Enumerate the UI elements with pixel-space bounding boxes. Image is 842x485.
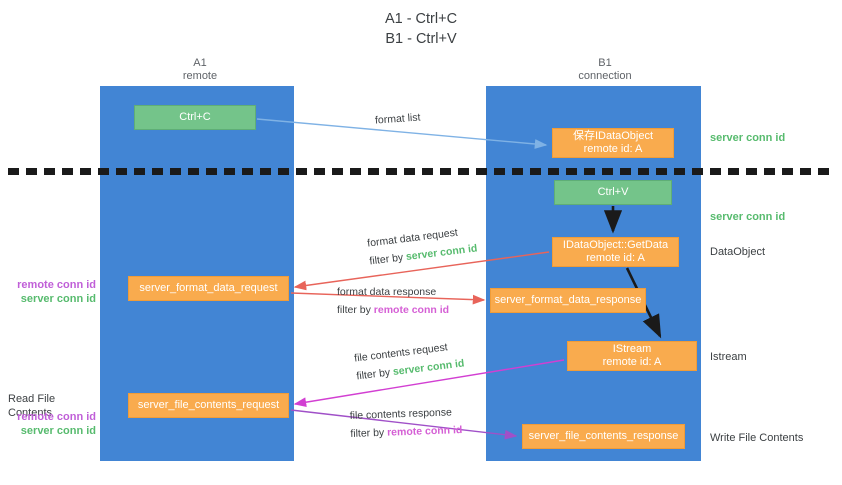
edge-label-format-data-response: format data response filter by remote co… bbox=[337, 283, 449, 319]
annotation-remote-conn-id-1: remote conn id bbox=[17, 279, 96, 291]
annotation-remote-conn-id-2: remote conn id bbox=[17, 411, 96, 423]
node-ctrl-v[interactable]: Ctrl+V bbox=[554, 180, 672, 205]
edge-label-file-contents-response: file contents response filter by remote … bbox=[349, 403, 463, 443]
edge-label-format-list: format list bbox=[374, 108, 421, 129]
annotation-istream: Istream bbox=[710, 351, 747, 363]
edge-label-format-data-request: format data request filter by server con… bbox=[366, 222, 478, 271]
filter-key-remote-conn-id: remote conn id bbox=[373, 304, 450, 316]
column-header-b1: B1 connection bbox=[578, 57, 632, 82]
node-server-format-data-request[interactable]: server_format_data_request bbox=[128, 276, 289, 301]
edge-label-format-list-text: format list bbox=[374, 111, 421, 127]
node-server-file-contents-response[interactable]: server_file_contents_response bbox=[522, 424, 685, 449]
annotation-conn-ids-upper: remote conn id server conn id bbox=[8, 278, 96, 306]
node-server-file-contents-request[interactable]: server_file_contents_request bbox=[128, 393, 289, 418]
annotation-server-conn-id-2: server conn id bbox=[20, 425, 96, 437]
node-ctrl-c[interactable]: Ctrl+C bbox=[134, 105, 256, 130]
node-idataobject-getdata[interactable]: IDataObject::GetData remote id: A bbox=[552, 237, 679, 267]
edge-label-file-contents-request: file contents request filter by server c… bbox=[353, 337, 465, 386]
annotation-read-file-contents: Read File Contents bbox=[8, 393, 56, 419]
column-header-a1: A1 remote bbox=[182, 57, 218, 82]
node-server-format-data-response[interactable]: server_format_data_response bbox=[490, 288, 646, 313]
filter-key-remote-conn-id: remote conn id bbox=[386, 424, 463, 439]
edge-label-file-contents-response-filter: filter by remote conn id bbox=[350, 424, 463, 440]
phase-divider bbox=[8, 168, 834, 175]
annotation-conn-ids-lower: remote conn id server conn id bbox=[8, 410, 96, 438]
edge-label-format-data-response-filter: filter by remote conn id bbox=[337, 304, 450, 316]
node-save-idataobject[interactable]: 保存IDataObject remote id: A bbox=[552, 128, 674, 158]
annotation-dataobject: DataObject bbox=[710, 246, 766, 258]
annotation-server-conn-id-second: server conn id bbox=[710, 211, 786, 223]
diagram-title: A1 - Ctrl+C B1 - Ctrl+V bbox=[384, 11, 458, 47]
annotation-server-conn-id-1: server conn id bbox=[20, 293, 96, 305]
node-istream[interactable]: IStream remote id: A bbox=[567, 341, 697, 371]
annotation-server-conn-id-top: server conn id bbox=[710, 132, 786, 144]
annotation-write-file-contents: Write File Contents bbox=[710, 432, 804, 444]
edge-label-format-data-response-text: format data response bbox=[337, 286, 437, 298]
